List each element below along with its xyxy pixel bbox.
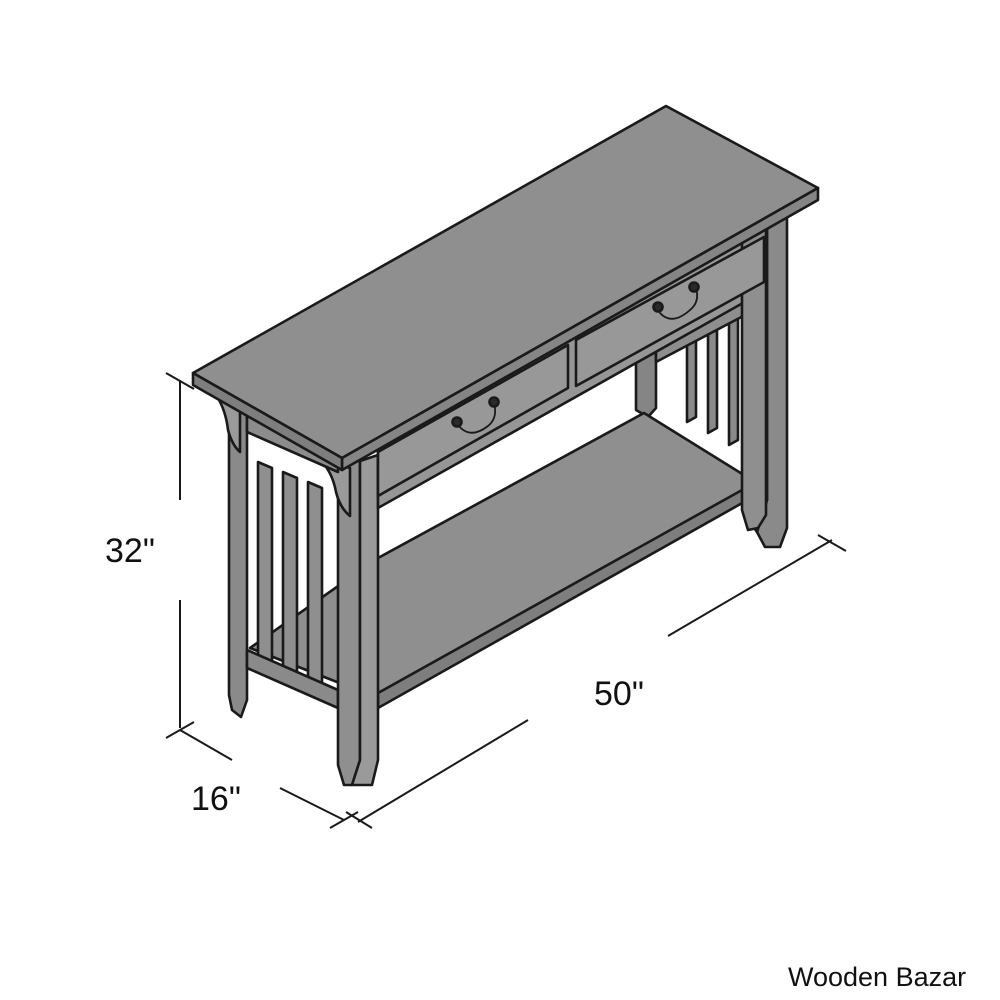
drawers (376, 235, 766, 498)
drawer-right-handle[interactable] (652, 281, 700, 320)
height-dimension: 32" (105, 372, 195, 728)
drawer-right[interactable] (574, 235, 766, 388)
width-label: 50" (594, 675, 644, 713)
left-bracket-back (216, 396, 242, 454)
depth-dimension: 16" (165, 721, 359, 829)
watermark-text: Wooden Bazar (788, 962, 966, 992)
left-end-slat-2 (281, 470, 299, 680)
table-top (191, 104, 820, 472)
depth-label: 16" (191, 780, 241, 818)
drawer-left-handle[interactable] (451, 396, 500, 434)
drawer-left[interactable] (376, 343, 570, 498)
width-dimension: 50" (345, 534, 847, 829)
left-end-slat-1 (256, 460, 274, 670)
height-label: 32" (105, 532, 155, 570)
left-end-slat-3 (306, 480, 324, 690)
tabletop-left-edge (191, 371, 344, 472)
